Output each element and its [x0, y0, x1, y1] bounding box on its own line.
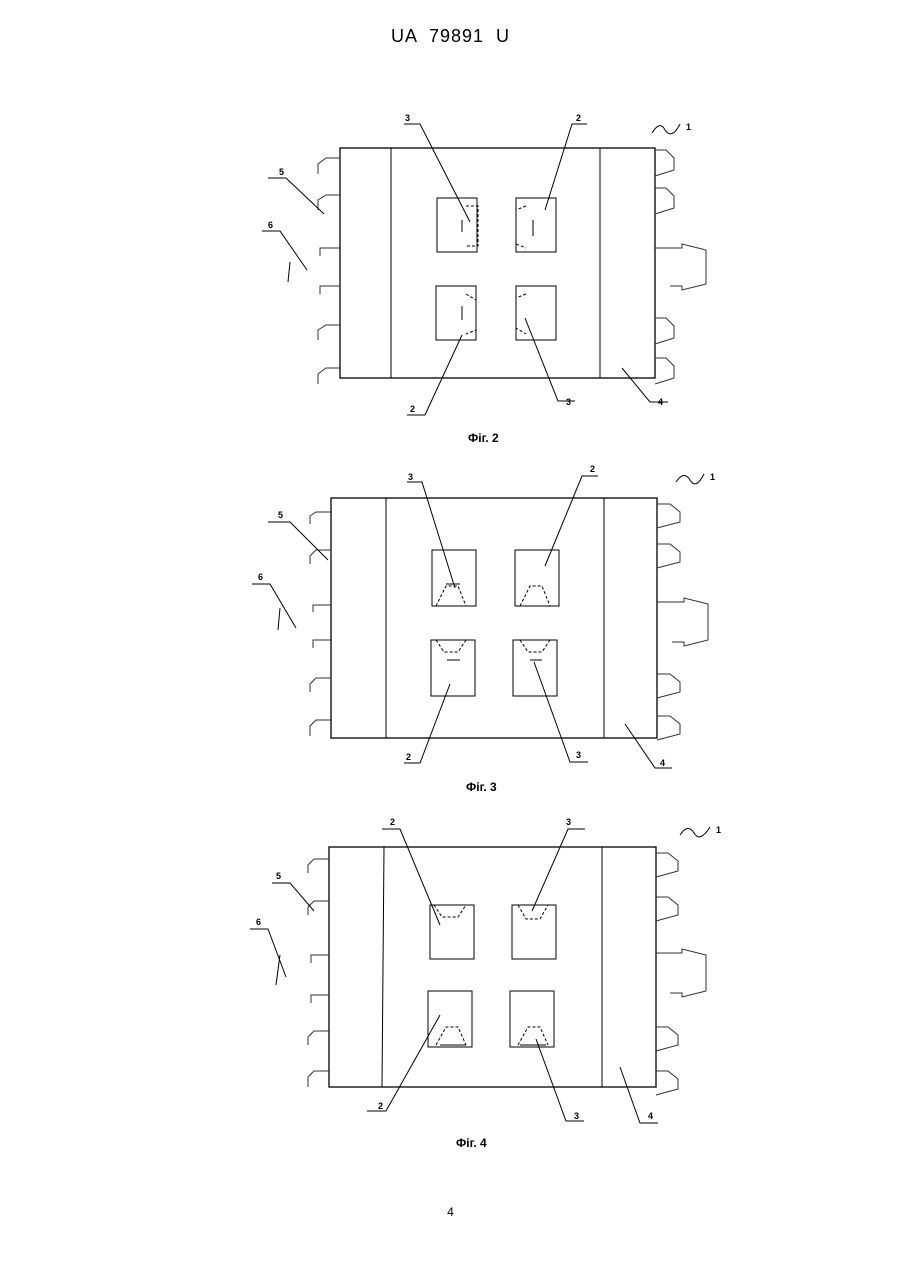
label-3-bottom: 3	[576, 750, 581, 760]
label-5: 5	[279, 167, 284, 177]
label-2-bottom: 2	[378, 1101, 383, 1111]
label-6: 6	[268, 220, 273, 230]
figure-3-caption: Фіг. 3	[466, 780, 497, 794]
label-4: 4	[648, 1111, 653, 1121]
label-3-top: 3	[566, 817, 571, 827]
label-1: 1	[686, 122, 691, 132]
label-1: 1	[716, 825, 721, 835]
label-5: 5	[278, 510, 283, 520]
window-top-left	[430, 905, 474, 959]
label-5: 5	[276, 871, 281, 881]
label-6: 6	[256, 917, 261, 927]
window-bottom-right	[510, 991, 554, 1047]
plate-outline	[340, 148, 655, 378]
label-2-top: 2	[590, 464, 595, 474]
window-top-left	[432, 550, 476, 606]
figure-4-caption: Фіг. 4	[456, 1136, 487, 1150]
plate-outline	[329, 847, 656, 1087]
label-4: 4	[658, 397, 663, 407]
label-3-top: 3	[405, 113, 410, 123]
label-2-top: 2	[390, 817, 395, 827]
window-bottom-right	[513, 640, 557, 696]
label-3-top: 3	[408, 472, 413, 482]
figure-4-drawing: 2 3 1 5 6 2 3 4	[0, 805, 901, 1165]
label-3-bottom: 3	[574, 1111, 579, 1121]
window-bottom-left	[431, 640, 475, 696]
window-top-right	[512, 905, 556, 959]
figure-4: 2 3 1 5 6 2 3 4 Фіг. 4	[0, 805, 901, 1165]
label-2-bottom: 2	[410, 404, 415, 414]
label-2-bottom: 2	[406, 752, 411, 762]
page-number: 4	[0, 1205, 901, 1219]
window-top-right	[516, 198, 556, 252]
plate-outline	[331, 498, 657, 738]
figure-2-drawing: 3 2 1 5 6 2 3 4	[0, 0, 901, 460]
label-2-top: 2	[576, 113, 581, 123]
label-3-bottom: 3	[566, 397, 571, 407]
window-top-right	[515, 550, 559, 606]
figure-2-caption: Фіг. 2	[468, 431, 499, 445]
label-6: 6	[258, 572, 263, 582]
figure-2: 3 2 1 5 6 2 3 4 Фіг. 2	[0, 0, 901, 460]
figure-3: 3 2 1 5 6 2 3 4 Фіг. 3	[0, 460, 901, 805]
window-bottom-left	[428, 991, 472, 1047]
figure-3-drawing: 3 2 1 5 6 2 3 4	[0, 460, 901, 805]
label-1: 1	[710, 472, 715, 482]
label-4: 4	[660, 758, 665, 768]
